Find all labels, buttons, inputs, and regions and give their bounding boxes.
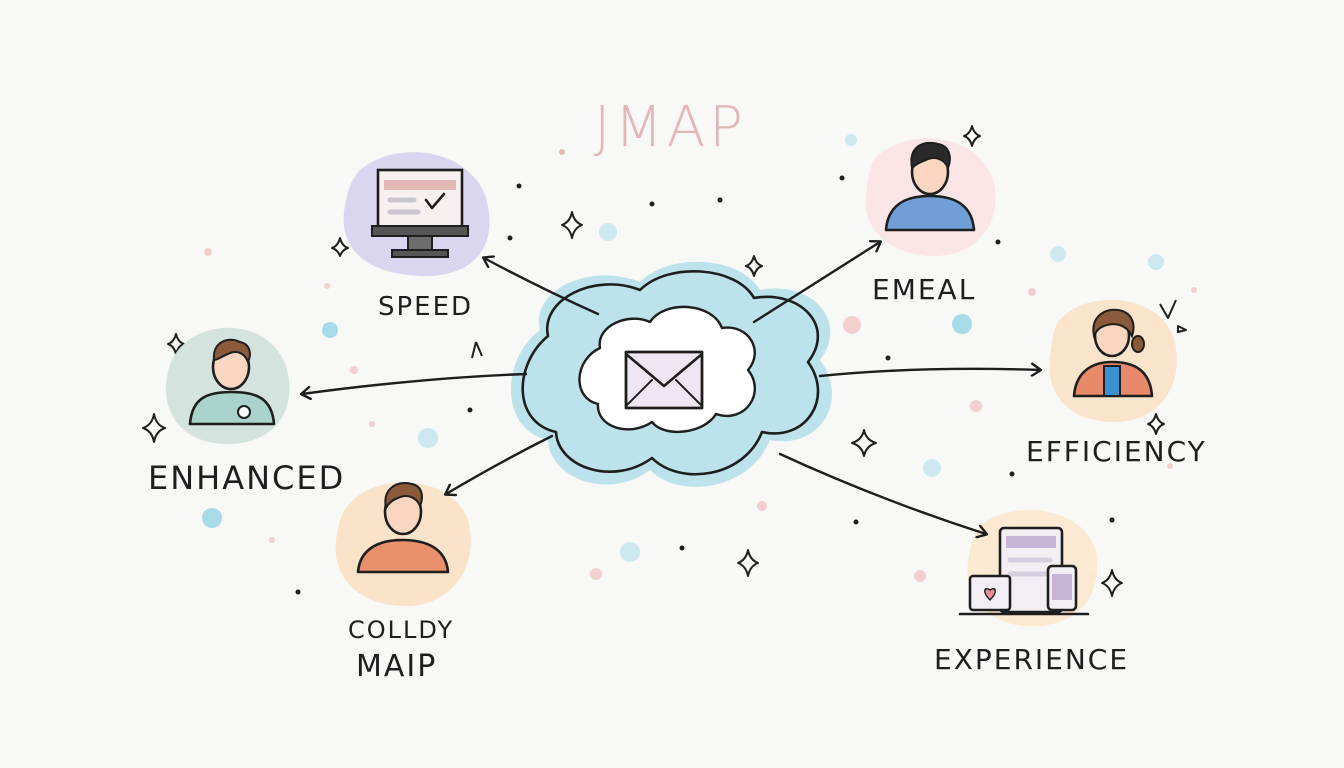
arrow-to-speed xyxy=(484,258,600,316)
arrow-to-efficiency xyxy=(818,369,1040,378)
user-badge-icon xyxy=(188,338,276,426)
decorative-dots xyxy=(202,134,1197,613)
label-enhanced: ENHANCED xyxy=(148,459,346,497)
user-icon xyxy=(884,141,976,232)
label-colldy-line1: COLLDY xyxy=(348,616,455,644)
arrow-to-emeal xyxy=(752,242,880,324)
monitor-check-icon xyxy=(371,168,469,258)
label-colldy-line2: MAIP xyxy=(356,649,438,684)
connector-arrows xyxy=(302,242,1040,534)
decorative-sparkles xyxy=(142,125,1187,597)
arrow-to-colldy xyxy=(446,434,554,494)
label-speed: SPEED xyxy=(378,292,474,322)
devices-icon xyxy=(958,526,1090,616)
label-experience: EXPERIENCE xyxy=(934,643,1130,676)
label-efficiency: EFFICIENCY xyxy=(1026,435,1207,468)
diagram-title: JMAP xyxy=(594,95,747,160)
user-icon xyxy=(356,482,450,574)
woman-user-icon xyxy=(1072,308,1154,398)
envelope-icon xyxy=(624,350,704,410)
label-emeal: EMEAL xyxy=(872,273,977,306)
arrow-to-experience xyxy=(778,452,986,534)
arrow-to-enhanced xyxy=(302,372,528,394)
